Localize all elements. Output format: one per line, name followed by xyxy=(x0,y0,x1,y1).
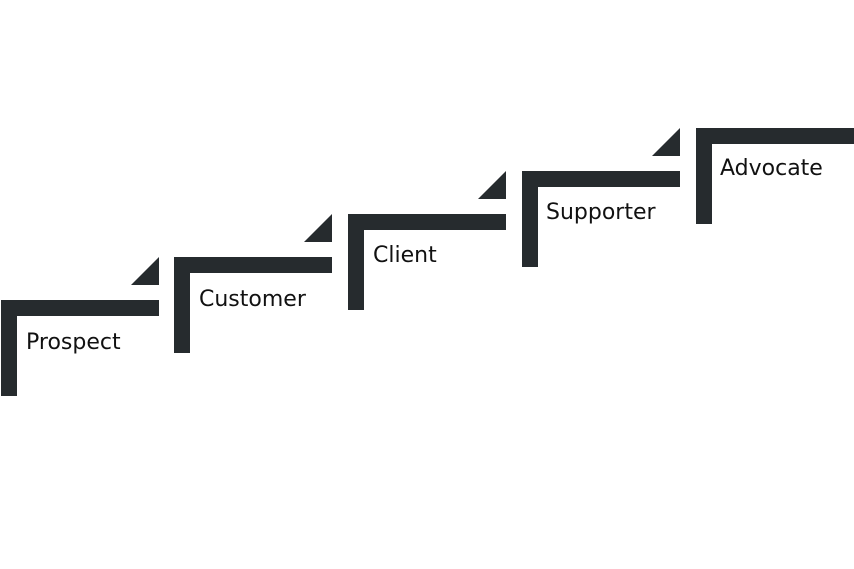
step-bracket-top xyxy=(522,171,680,187)
stage-label-prospect: Prospect xyxy=(26,330,121,355)
step-bracket-top xyxy=(1,300,159,316)
step-triangle-marker xyxy=(478,171,506,199)
stage-step-supporter: Supporter xyxy=(522,128,680,267)
stage-step-customer: Customer xyxy=(174,214,332,353)
step-bracket-top xyxy=(696,128,854,144)
stage-label-client: Client xyxy=(373,243,437,268)
step-bracket-side xyxy=(1,300,17,396)
step-bracket-top xyxy=(174,257,332,273)
step-bracket-side xyxy=(348,214,364,310)
stage-label-customer: Customer xyxy=(199,287,307,312)
stage-step-advocate: Advocate xyxy=(696,128,854,224)
stage-step-client: Client xyxy=(348,171,506,310)
step-bracket-side xyxy=(522,171,538,267)
stage-label-supporter: Supporter xyxy=(546,200,657,225)
step-triangle-marker xyxy=(131,257,159,285)
stage-step-prospect: Prospect xyxy=(1,257,159,396)
stage-label-advocate: Advocate xyxy=(720,156,823,181)
step-bracket-top xyxy=(348,214,506,230)
step-triangle-marker xyxy=(304,214,332,242)
step-bracket-side xyxy=(696,128,712,224)
step-bracket-side xyxy=(174,257,190,353)
step-triangle-marker xyxy=(652,128,680,156)
